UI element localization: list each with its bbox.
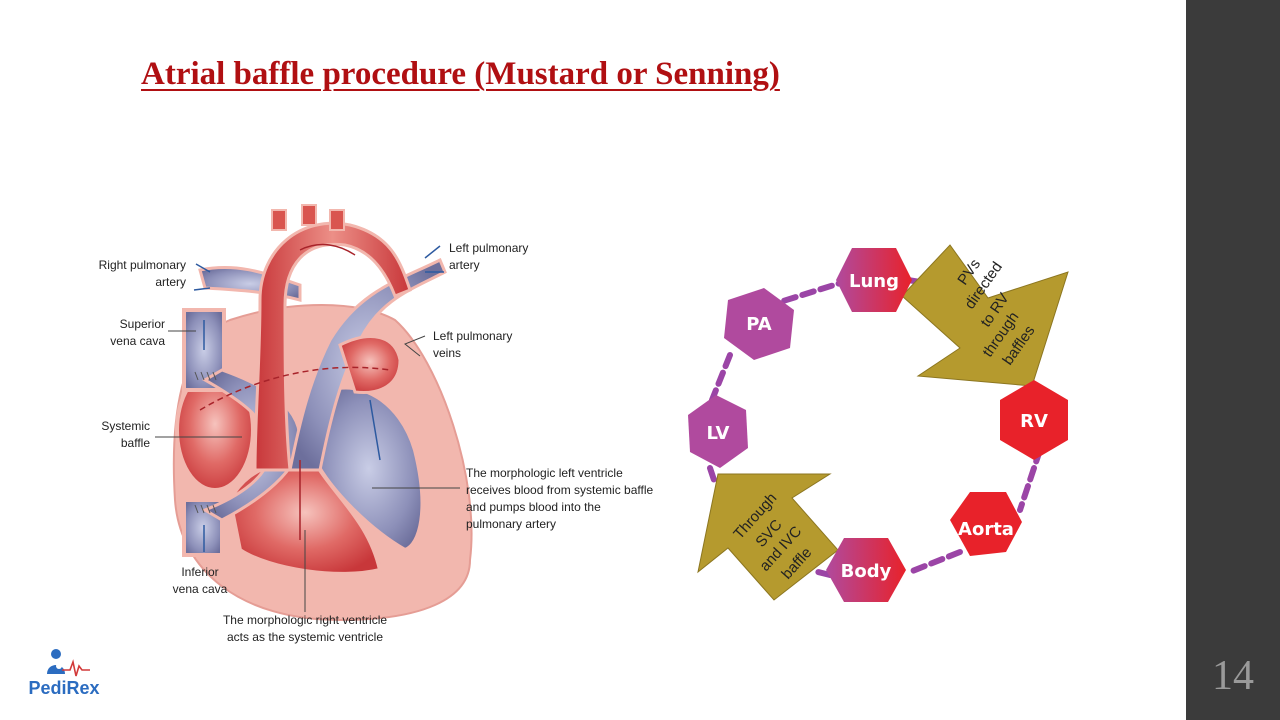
circulation-cycle-diagram: PVs directed to RV through baffles Throu… [688, 244, 1069, 602]
hexagon-pa [724, 288, 794, 360]
logo-icon [47, 649, 90, 677]
pulmonary-artery-trunk [288, 257, 447, 472]
label-line: pulmonary artery [466, 517, 557, 531]
node-body: Body [826, 538, 906, 602]
label-line: Inferior [181, 565, 219, 579]
hex-label-rv: RV [1020, 411, 1048, 432]
slide-title: Atrial baffle procedure (Mustard or Senn… [141, 56, 780, 92]
label-line: acts as the systemic ventricle [226, 630, 384, 644]
hexagon-lung [836, 248, 912, 312]
node-aorta: Aorta [950, 492, 1022, 556]
hexagon-aorta [950, 492, 1022, 556]
slide: Atrial baffle procedure (Mustard or Senn… [22, 56, 1069, 706]
node-lung: Lung [836, 248, 912, 312]
label-superior-vena-cava: Superior vena cava [90, 316, 165, 350]
label-line: baffle [120, 436, 150, 450]
page-number: 14 [1212, 653, 1254, 699]
aortic-branch-1 [271, 209, 287, 231]
label-line: artery [155, 275, 186, 289]
pv-arrow-shape [901, 244, 1069, 387]
label-line: vena cava [110, 334, 165, 348]
label-line: Superior [119, 317, 165, 331]
label-line: Right pulmonary [98, 258, 186, 272]
label-line: artery [449, 258, 480, 272]
flow-arrow-rpa-1 [195, 263, 211, 273]
left-atrium [338, 335, 402, 395]
connector-rv-aorta [1017, 447, 1043, 513]
pedirex-logo: PediRex [22, 640, 112, 706]
leader-lpv [404, 335, 426, 357]
connector-pa-lv [709, 352, 733, 403]
label-morphologic-left-ventricle: The morphologic left ventricle receives … [466, 465, 653, 533]
flow-arrow-lv [369, 399, 381, 461]
label-line: The morphologic right ventricle [222, 613, 388, 627]
hex-label-aorta: Aorta [958, 519, 1014, 540]
connector-aorta-body [907, 549, 963, 575]
suture-marks-ivc [194, 504, 217, 514]
node-pa: PA [724, 288, 794, 360]
aortic-branch-2 [301, 204, 317, 226]
label-left-pulmonary-veins: Left pulmonary veins [433, 328, 512, 362]
label-line: Systemic [101, 419, 150, 433]
flow-arrow-aorta [299, 243, 356, 256]
label-left-pulmonary-artery: Left pulmonary artery [449, 240, 528, 274]
label-line: The morphologic left ventricle [466, 466, 623, 480]
baffle-suture-line [199, 366, 391, 411]
label-inferior-vena-cava: Inferior vena cava [160, 564, 240, 598]
hex-label-lung: Lung [849, 271, 899, 292]
label-systemic-baffle: Systemic baffle [82, 418, 150, 452]
label-line: veins [433, 346, 462, 360]
aortic-branch-3 [329, 209, 345, 231]
hexagon-body [826, 538, 906, 602]
label-morphologic-right-ventricle: The morphologic right ventricle acts as … [200, 612, 410, 646]
label-line: Left pulmonary [449, 241, 529, 255]
logo-text: PediRex [28, 678, 100, 698]
svc-ivc-arrow-shape [697, 473, 839, 601]
node-rv: RV [1000, 380, 1068, 460]
hex-label-lv: LV [707, 423, 730, 444]
hexagon-rv [1000, 380, 1068, 460]
connector-lv-arrow [707, 465, 717, 483]
flow-arrow-lpa-1 [424, 245, 441, 259]
flow-arrow-rpa-2 [193, 287, 211, 291]
hexagon-lv [688, 395, 748, 468]
label-line: receives blood from systemic baffle [466, 483, 654, 497]
hex-label-body: Body [841, 561, 892, 582]
connector-body-arrow [815, 569, 833, 578]
hex-label-pa: PA [746, 314, 772, 335]
aorta [253, 221, 412, 472]
label-line: Left pulmonary [433, 329, 513, 343]
suture-marks-svc [194, 371, 217, 381]
node-lv: LV [688, 395, 748, 468]
label-line: and pumps blood into the [466, 500, 601, 514]
heart-illustration [155, 204, 473, 622]
slide-sidebar [1186, 0, 1280, 720]
label-line: vena cava [172, 582, 228, 596]
label-right-pulmonary-artery: Right pulmonary artery [88, 257, 186, 291]
